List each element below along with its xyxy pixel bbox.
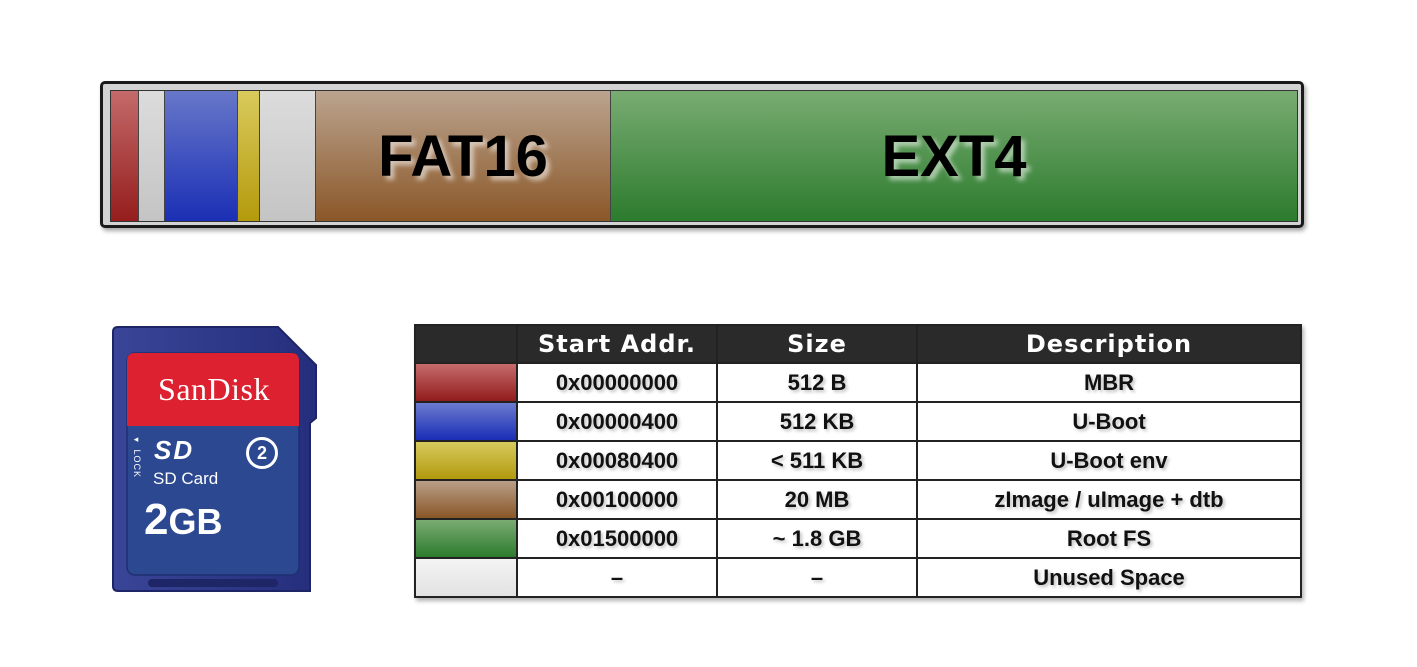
table-row: – – Unused Space bbox=[414, 557, 1302, 598]
start-addr-cell: 0x00000400 bbox=[516, 401, 718, 442]
header-color bbox=[414, 324, 518, 364]
color-swatch-fat16 bbox=[416, 481, 516, 518]
speed-class-icon: 2 bbox=[246, 437, 278, 469]
description-cell: Unused Space bbox=[916, 557, 1302, 598]
sd-card-capacity: 2GB bbox=[144, 495, 222, 545]
table-row: 0x00000000 512 B MBR bbox=[414, 362, 1302, 403]
table-row: 0x00000400 512 KB U-Boot bbox=[414, 401, 1302, 442]
description-cell: U-Boot env bbox=[916, 440, 1302, 481]
segment-uboot-env bbox=[238, 91, 260, 221]
header-description: Description bbox=[916, 324, 1302, 364]
color-swatch-uboot-env bbox=[416, 442, 516, 479]
segment-ext4: EXT4 bbox=[611, 91, 1297, 221]
table-row: 0x01500000 ~ 1.8 GB Root FS bbox=[414, 518, 1302, 559]
sd-card-brand: SanDisk bbox=[158, 371, 270, 407]
sd-card-lock-label: ◂ LOCK bbox=[132, 435, 142, 479]
start-addr-cell: 0x01500000 bbox=[516, 518, 718, 559]
description-cell: U-Boot bbox=[916, 401, 1302, 442]
color-swatch-cell bbox=[414, 401, 518, 442]
description-cell: MBR bbox=[916, 362, 1302, 403]
sd-card-body bbox=[112, 326, 317, 592]
partition-table: Start Addr. Size Description 0x00000000 … bbox=[414, 324, 1302, 598]
size-cell: 512 B bbox=[716, 362, 918, 403]
size-cell: ~ 1.8 GB bbox=[716, 518, 918, 559]
partition-bar-segments: FAT16 EXT4 bbox=[110, 90, 1298, 222]
segment-unused-gap-2 bbox=[260, 91, 316, 221]
start-addr-cell: 0x00080400 bbox=[516, 440, 718, 481]
capacity-number: 2 bbox=[144, 495, 169, 544]
segment-fat16-label: FAT16 bbox=[378, 123, 548, 189]
size-cell: < 511 KB bbox=[716, 440, 918, 481]
size-cell: – bbox=[716, 557, 918, 598]
segment-unused-gap-1 bbox=[139, 91, 165, 221]
start-addr-cell: 0x00000000 bbox=[516, 362, 718, 403]
description-cell: Root FS bbox=[916, 518, 1302, 559]
color-swatch-uboot bbox=[416, 403, 516, 440]
color-swatch-cell bbox=[414, 479, 518, 520]
color-swatch-cell bbox=[414, 362, 518, 403]
sd-card-type: SD Card bbox=[153, 469, 219, 488]
start-addr-cell: 0x00100000 bbox=[516, 479, 718, 520]
size-cell: 20 MB bbox=[716, 479, 918, 520]
segment-mbr bbox=[111, 91, 139, 221]
header-size: Size bbox=[716, 324, 918, 364]
sd-logo-icon: SD bbox=[154, 435, 195, 465]
segment-fat16: FAT16 bbox=[316, 91, 611, 221]
color-swatch-mbr bbox=[416, 364, 516, 401]
capacity-unit: GB bbox=[168, 501, 223, 542]
color-swatch-cell bbox=[414, 518, 518, 559]
color-swatch-cell bbox=[414, 557, 518, 598]
segment-uboot bbox=[165, 91, 238, 221]
start-addr-cell: – bbox=[516, 557, 718, 598]
size-cell: 512 KB bbox=[716, 401, 918, 442]
table-row: 0x00100000 20 MB zImage / uImage + dtb bbox=[414, 479, 1302, 520]
table-row: 0x00080400 < 511 KB U-Boot env bbox=[414, 440, 1302, 481]
color-swatch-cell bbox=[414, 440, 518, 481]
header-start-addr: Start Addr. bbox=[516, 324, 718, 364]
segment-ext4-label: EXT4 bbox=[881, 123, 1027, 189]
color-swatch-ext4 bbox=[416, 520, 516, 557]
sd-card-image: SanDisk ◂ LOCK SD 2 SD Card 2GB bbox=[110, 323, 318, 596]
color-swatch-unused bbox=[416, 559, 516, 596]
table-header-row: Start Addr. Size Description bbox=[414, 324, 1302, 364]
description-cell: zImage / uImage + dtb bbox=[916, 479, 1302, 520]
partition-bar: FAT16 EXT4 bbox=[100, 81, 1304, 228]
